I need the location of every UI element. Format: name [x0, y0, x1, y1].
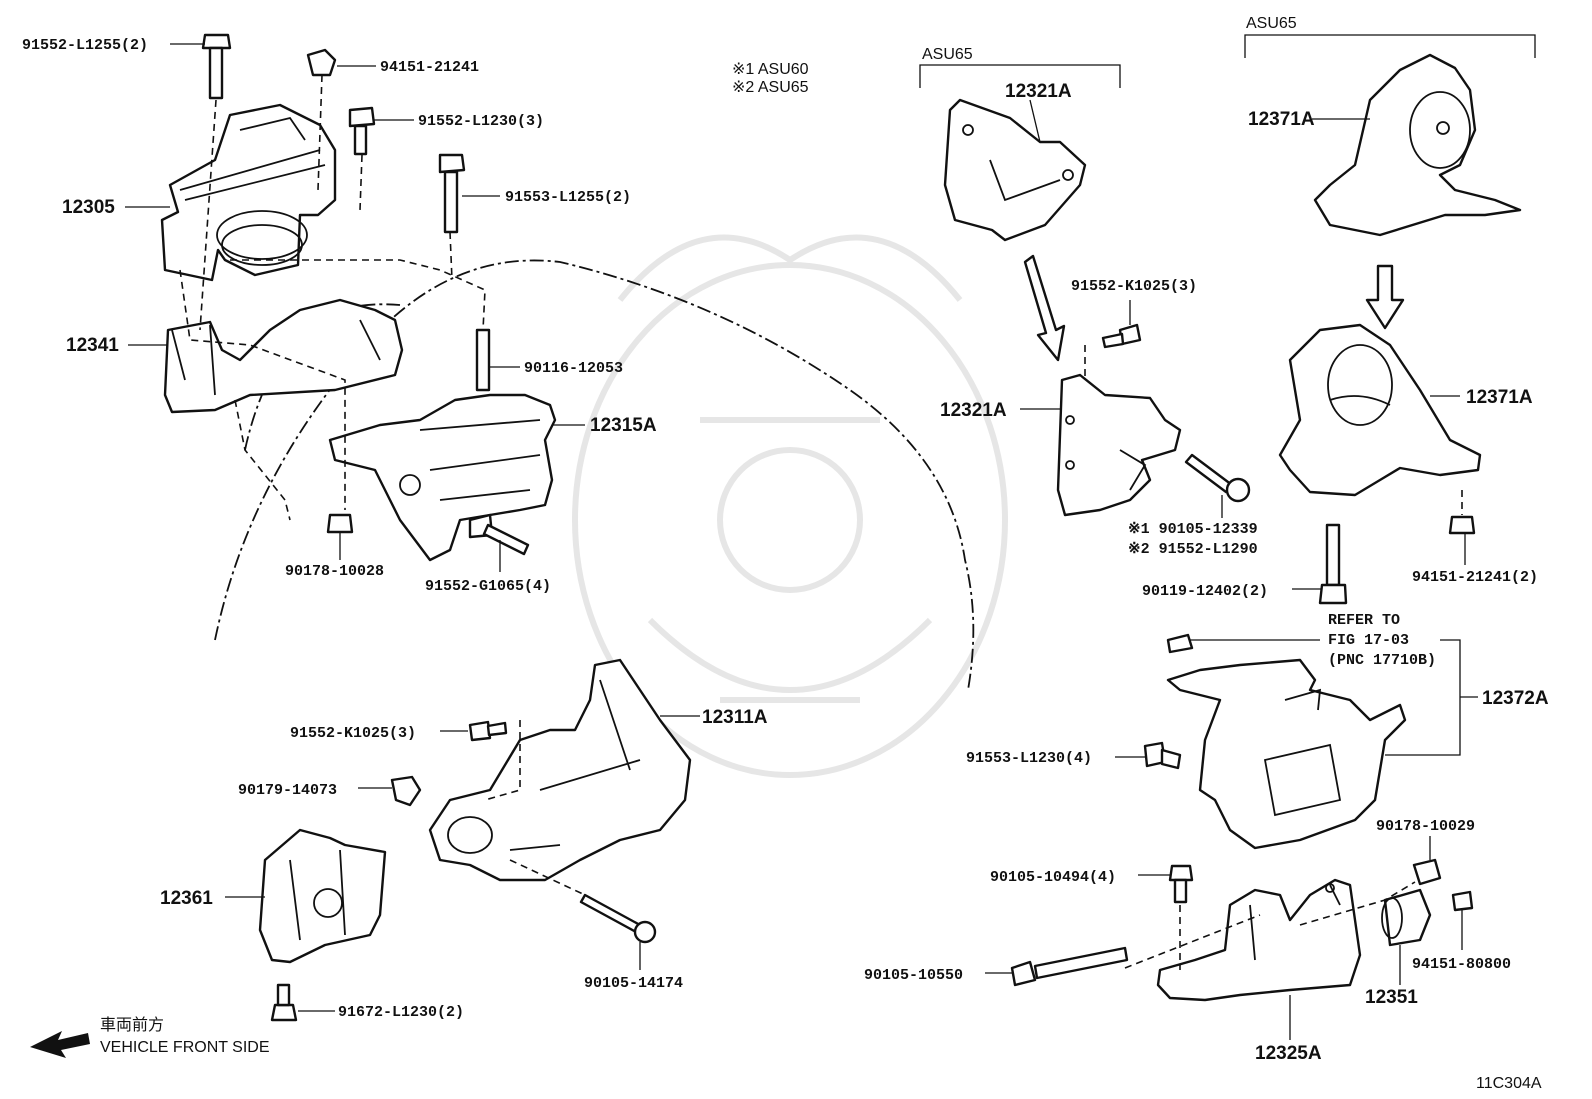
- label-91553-L1255: 91553-L1255(2): [505, 189, 631, 206]
- label-12341: 12341: [66, 335, 119, 356]
- part-12321A-lower: [1056, 373, 1182, 517]
- part-12341-bracket: [163, 298, 404, 414]
- part-12361-mount: [258, 828, 387, 964]
- bolt-91552-K1025: [468, 720, 508, 742]
- front-label-jp: 車両前方: [100, 1016, 164, 1034]
- legend-asu65: ※2 ASU65: [732, 79, 809, 96]
- label-91552-L1255: 91552-L1255(2): [22, 37, 148, 54]
- label-fig-17-03: FIG 17-03: [1328, 632, 1409, 649]
- label-12315A: 12315A: [590, 415, 657, 436]
- label-94151-21241: 94151-21241: [380, 59, 479, 76]
- watermark-logo: [572, 234, 1008, 778]
- bolt-90105-10494: [1168, 864, 1194, 904]
- grommet-refer-17710B: [1166, 633, 1194, 654]
- label-94151-80800: 94151-80800: [1412, 956, 1511, 973]
- bolt-90119-12402: [1318, 523, 1348, 605]
- bracket-asu65-mid: ASU65: [922, 46, 973, 63]
- bolt-91553-L1255: [438, 153, 466, 234]
- bolt-91552-L1255: [201, 33, 232, 100]
- label-91553-L1230: 91553-L1230(4): [966, 750, 1092, 767]
- label-12371A-top: 12371A: [1248, 109, 1315, 130]
- stud-90116-12053: [475, 328, 491, 392]
- label-90179-14073: 90179-14073: [238, 782, 337, 799]
- nut-94151-21241: [306, 48, 337, 77]
- label-12321A-lower: 12321A: [940, 400, 1007, 421]
- label-12351: 12351: [1365, 987, 1418, 1008]
- label-90105-10494: 90105-10494(4): [990, 869, 1116, 886]
- part-12371A-top: [1313, 53, 1522, 237]
- nut-94151-21241-2: [1448, 515, 1476, 535]
- label-90116-12053: 90116-12053: [524, 360, 623, 377]
- bolt-91552-K1025-upper: [1101, 323, 1142, 349]
- label-91552-G1065: 91552-G1065(4): [425, 578, 551, 595]
- part-12325A-bracket: [1156, 878, 1362, 1002]
- bolt-91552-G1065: [468, 513, 530, 556]
- label-refer-to: REFER TO: [1328, 612, 1400, 629]
- part-12371A-lower: [1278, 323, 1482, 497]
- bolt-90105-12339: [1184, 453, 1251, 503]
- label-91552-L1290: ※2 91552-L1290: [1128, 541, 1258, 558]
- label-90105-12339: ※1 90105-12339: [1128, 521, 1258, 538]
- bolt-91552-L1230: [348, 106, 376, 156]
- label-12361: 12361: [160, 888, 213, 909]
- label-12305: 12305: [62, 197, 115, 218]
- label-12372A: 12372A: [1482, 688, 1549, 709]
- part-12372A-mount: [1166, 658, 1407, 850]
- label-12371A-lower: 12371A: [1466, 387, 1533, 408]
- label-94151-21241-2: 94151-21241(2): [1412, 569, 1538, 586]
- label-90105-14174: 90105-14174: [584, 975, 683, 992]
- label-91552-K1025: 91552-K1025(3): [290, 725, 416, 742]
- front-label-en: VEHICLE FRONT SIDE: [100, 1039, 270, 1056]
- bracket-asu65-right: ASU65: [1246, 15, 1297, 32]
- label-91672-L1230: 91672-L1230(2): [338, 1004, 464, 1021]
- nut-90178-10028: [326, 513, 354, 534]
- label-90105-10550: 90105-10550: [864, 967, 963, 984]
- label-90119-12402: 90119-12402(2): [1142, 583, 1268, 600]
- nut-94151-80800: [1451, 890, 1474, 912]
- grommet-90179-14073: [390, 775, 422, 807]
- part-12305-mount: [160, 103, 337, 282]
- label-90178-10029: 90178-10029: [1376, 818, 1475, 835]
- leader-lines: [125, 43, 1478, 1040]
- assembly-lines: [179, 74, 1463, 970]
- part-12321A-top: [943, 98, 1087, 242]
- nut-90178-10029: [1412, 858, 1442, 886]
- part-12351-bushing: [1381, 888, 1432, 947]
- figure-code: 11C304A: [1476, 1075, 1542, 1092]
- bolt-91672-L1230: [270, 983, 298, 1022]
- asu65-brackets: [919, 34, 1536, 88]
- label-12311A: 12311A: [702, 707, 768, 728]
- bolt-90105-14174: [579, 893, 657, 944]
- label-12325A: 12325A: [1255, 1043, 1322, 1064]
- label-90178-10028: 90178-10028: [285, 563, 384, 580]
- bolt-90105-10550: [1010, 946, 1129, 987]
- legend-asu60: ※1 ASU60: [732, 61, 809, 78]
- label-91552-K1025-upper: 91552-K1025(3): [1071, 278, 1197, 295]
- label-pnc-17710B: (PNC 17710B): [1328, 652, 1436, 669]
- part-12311A-bracket: [428, 658, 692, 882]
- label-91552-L1230: 91552-L1230(3): [418, 113, 544, 130]
- label-12321A-top: 12321A: [1005, 81, 1072, 102]
- part-12315A-bracket: [328, 393, 557, 562]
- bolt-91553-L1230: [1143, 741, 1182, 770]
- arrows: [30, 254, 1405, 1058]
